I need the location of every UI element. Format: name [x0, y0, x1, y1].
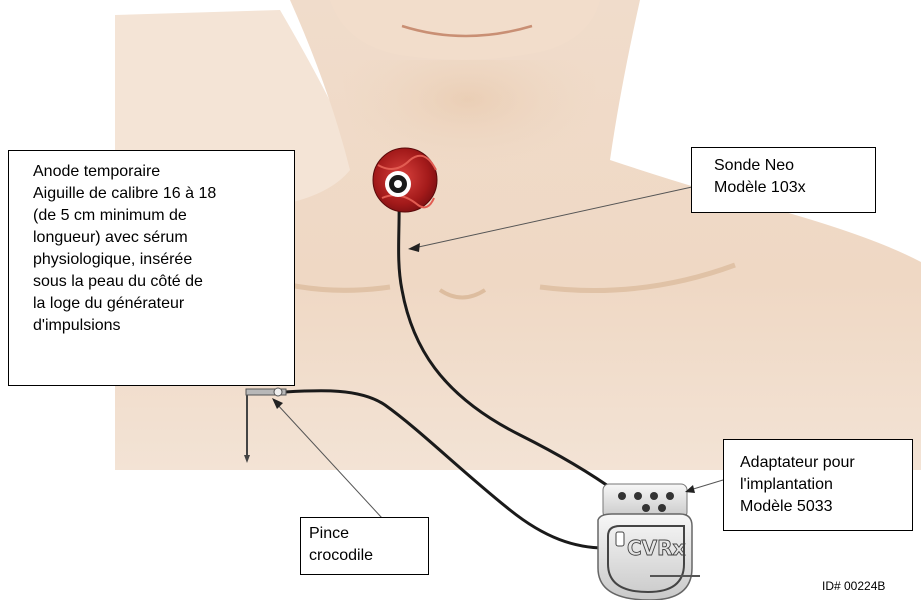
callout-adaptateur-line: Adaptateur pour	[740, 452, 912, 474]
callout-sonde-line: Sonde Neo	[714, 155, 875, 177]
arrow-adaptateur	[690, 480, 723, 490]
callout-sonde: Sonde Neo Modèle 103x	[691, 147, 876, 213]
callout-anode-line: longueur) avec sérum	[33, 227, 284, 249]
callout-pince: Pince crocodile	[300, 517, 429, 575]
device-brand: CVRx	[627, 536, 686, 560]
callout-anode-line: Aiguille de calibre 16 à 18	[33, 183, 284, 205]
callout-anode-line: physiologique, insérée	[33, 249, 284, 271]
callout-anode: Anode temporaire Aiguille de calibre 16 …	[8, 150, 295, 386]
callout-anode-line: la loge du générateur	[33, 293, 284, 315]
callout-anode-line: (de 5 cm minimum de	[33, 205, 284, 227]
pulse-generator: CVRx	[598, 484, 700, 600]
callout-anode-line: sous la peau du côté de	[33, 271, 284, 293]
callout-sonde-line: Modèle 103x	[714, 177, 875, 199]
callout-adaptateur: Adaptateur pour l'implantation Modèle 50…	[723, 439, 913, 531]
callout-adaptateur-line: l'implantation	[740, 474, 912, 496]
callout-pince-line: Pince	[309, 523, 428, 545]
callout-pince-line: crocodile	[309, 545, 428, 567]
image-id: ID# 00224B	[822, 579, 885, 593]
callout-anode-line: Anode temporaire	[33, 161, 284, 183]
callout-adaptateur-line: Modèle 5033	[740, 496, 912, 518]
callout-anode-line: d'impulsions	[33, 315, 284, 337]
electrode-site	[373, 148, 437, 212]
